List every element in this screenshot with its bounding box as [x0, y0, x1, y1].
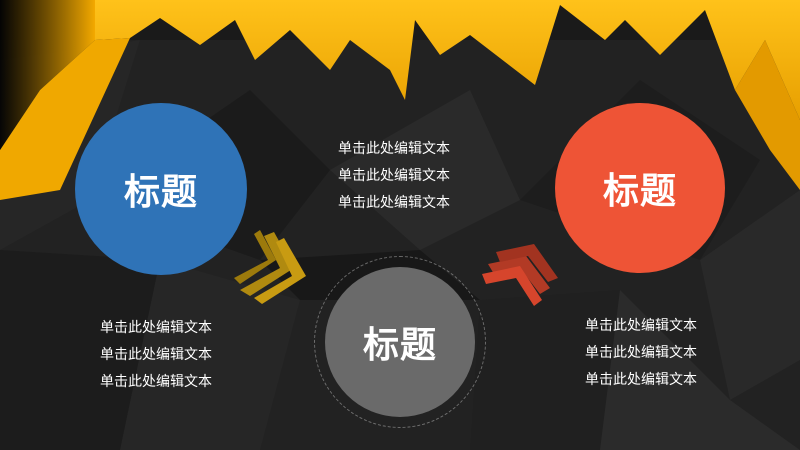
circle-center: 标题 [325, 267, 475, 417]
right-text-line: 单击此处编辑文本 [585, 345, 697, 361]
right-chevron-icon [482, 244, 558, 306]
left-text-block[interactable]: 单击此处编辑文本 单击此处编辑文本 单击此处编辑文本 [100, 315, 212, 396]
center-text-line: 单击此处编辑文本 [338, 195, 450, 211]
center-text-block[interactable]: 单击此处编辑文本 单击此处编辑文本 单击此处编辑文本 [338, 136, 450, 217]
right-text-block[interactable]: 单击此处编辑文本 单击此处编辑文本 单击此处编辑文本 [585, 313, 697, 394]
right-text-line: 单击此处编辑文本 [585, 318, 697, 334]
left-text-line: 单击此处编辑文本 [100, 320, 212, 336]
circle-right: 标题 [555, 103, 725, 273]
left-text-line: 单击此处编辑文本 [100, 347, 212, 363]
circle-center-ring [314, 256, 486, 428]
left-chevron-icon [234, 230, 306, 304]
circle-right-title: 标题 [602, 171, 677, 212]
left-text-line: 单击此处编辑文本 [100, 374, 212, 390]
circle-left: 标题 [75, 103, 247, 275]
center-text-line: 单击此处编辑文本 [338, 168, 450, 184]
center-text-line: 单击此处编辑文本 [338, 141, 450, 157]
right-text-line: 单击此处编辑文本 [585, 372, 697, 388]
circle-center-title: 标题 [362, 325, 437, 366]
circle-left-title: 标题 [123, 172, 198, 213]
